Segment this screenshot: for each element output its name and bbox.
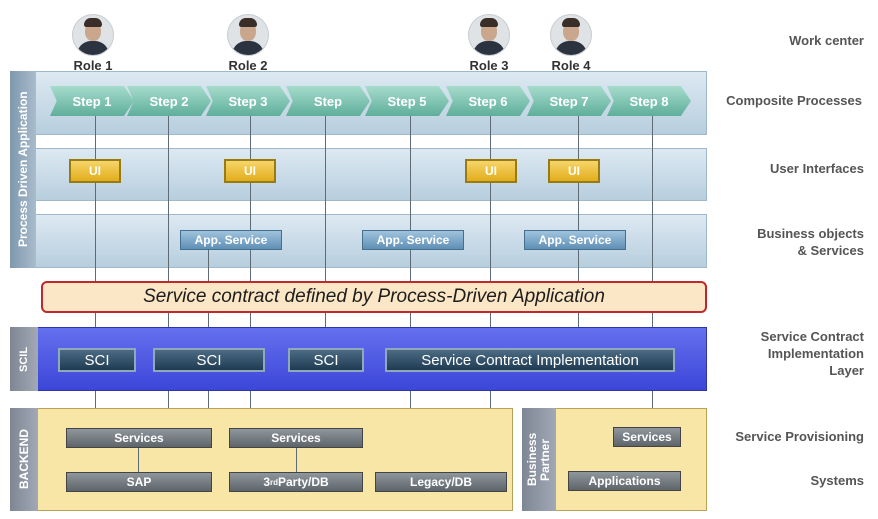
sci-box[interactable]: SCI: [288, 348, 364, 372]
role-label: Role 4: [551, 58, 591, 73]
layer-label-scil: Service Contract Implementation Layer: [760, 329, 864, 378]
scil-side-label: SCIL: [18, 346, 30, 372]
connector-line: [138, 448, 139, 472]
connector-line: [95, 116, 96, 438]
backend-services-box[interactable]: Services: [229, 428, 363, 448]
process-step[interactable]: Step 5: [365, 86, 449, 116]
role-label: Role 2: [228, 58, 268, 73]
backend-band: [10, 408, 513, 511]
process-step[interactable]: Step 7: [527, 86, 611, 116]
app-service-box[interactable]: App. Service: [180, 230, 282, 250]
process-step[interactable]: Step: [286, 86, 370, 116]
sci-implementation-box[interactable]: Service Contract Implementation: [385, 348, 675, 372]
app-service-box[interactable]: App. Service: [362, 230, 464, 250]
pda-side-label: Process Driven Application: [16, 91, 30, 248]
third-party-text: Party/DB: [278, 475, 329, 489]
connector-line: [296, 448, 297, 472]
layer-label-provisioning: Service Provisioning: [735, 429, 864, 444]
backend-services-box[interactable]: Services: [66, 428, 212, 448]
sci-box[interactable]: SCI: [58, 348, 136, 372]
pda-side-bar: [10, 71, 36, 268]
backend-side-label: BACKEND: [17, 429, 31, 490]
partner-side-label: Business Partner: [525, 432, 552, 487]
partner-side-bar: [522, 408, 556, 511]
layer-label-ui: User Interfaces: [770, 161, 864, 176]
role-3: Role 3: [459, 14, 519, 73]
layer-label-systems: Systems: [810, 473, 864, 488]
connector-line: [168, 116, 169, 438]
sap-system-box[interactable]: SAP: [66, 472, 212, 492]
ui-box[interactable]: UI: [465, 159, 517, 183]
backend-side-bar: [10, 408, 38, 511]
ui-box[interactable]: UI: [548, 159, 600, 183]
user-avatar-icon: [468, 14, 510, 56]
user-avatar-icon: [72, 14, 114, 56]
sci-box[interactable]: SCI: [153, 348, 265, 372]
layer-label-work-center: Work center: [789, 33, 864, 48]
app-service-box[interactable]: App. Service: [524, 230, 626, 250]
third-party-number: 3: [263, 475, 270, 489]
role-1: Role 1: [63, 14, 123, 73]
user-avatar-icon: [550, 14, 592, 56]
partner-services-box[interactable]: Services: [613, 427, 681, 447]
role-2: Role 2: [218, 14, 278, 73]
role-label: Role 1: [73, 58, 113, 73]
layer-label-business-objects: Business objects & Services: [757, 226, 864, 258]
third-party-superscript: rd: [270, 477, 278, 487]
role-label: Role 3: [469, 58, 509, 73]
partner-applications-box[interactable]: Applications: [568, 471, 681, 491]
service-contract-banner: Service contract defined by Process-Driv…: [41, 281, 707, 313]
process-step[interactable]: Step 6: [446, 86, 530, 116]
process-step[interactable]: Step 3: [206, 86, 290, 116]
ui-box[interactable]: UI: [69, 159, 121, 183]
process-step[interactable]: Step 1: [50, 86, 134, 116]
layer-label-composite: Composite Processes: [726, 93, 862, 108]
user-avatar-icon: [227, 14, 269, 56]
process-step[interactable]: Step 2: [127, 86, 211, 116]
connector-line: [250, 116, 251, 438]
role-4: Role 4: [541, 14, 601, 73]
legacy-db-box[interactable]: Legacy/DB: [375, 472, 507, 492]
scil-side-bar: [10, 327, 38, 391]
ui-box[interactable]: UI: [224, 159, 276, 183]
connector-line: [325, 116, 326, 348]
process-step[interactable]: Step 8: [607, 86, 691, 116]
